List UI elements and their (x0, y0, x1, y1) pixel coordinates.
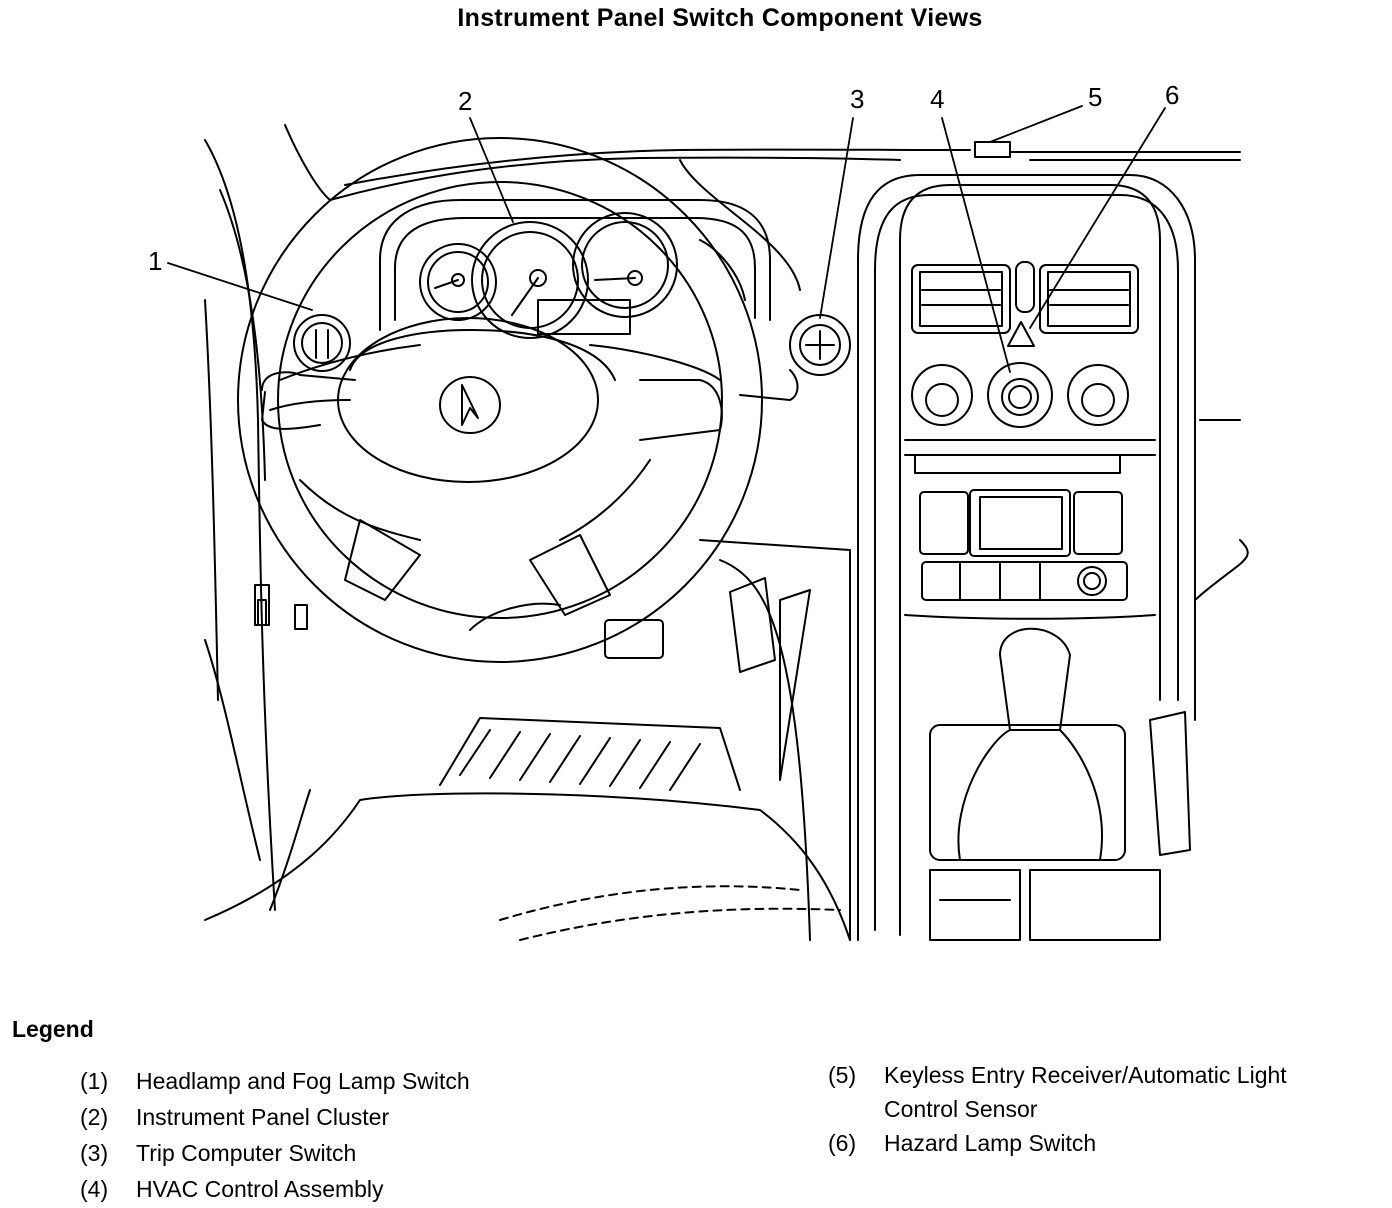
legend-number: (1) (80, 1068, 109, 1094)
air-vents (911, 261, 1139, 334)
callout-3: 3 (850, 84, 864, 114)
leader-lines (167, 105, 1166, 373)
legend-number: (2) (80, 1104, 109, 1130)
legend-text-continued: Control Sensor (884, 1096, 1038, 1122)
legend-heading: Legend (12, 1016, 94, 1042)
legend-number: (6) (828, 1130, 857, 1156)
dashboard-top (329, 148, 1241, 291)
legend-text: Trip Computer Switch (136, 1140, 357, 1166)
legend-number: (5) (828, 1062, 857, 1088)
hvac-control-assembly (911, 362, 1129, 428)
gauge-cluster (379, 199, 771, 339)
passenger-door (1149, 419, 1249, 856)
legend-text: Instrument Panel Cluster (136, 1104, 390, 1130)
callout-1: 1 (148, 246, 162, 276)
legend-text: Keyless Entry Receiver/Automatic Light (884, 1062, 1287, 1088)
legend-text: HVAC Control Assembly (136, 1176, 384, 1202)
hazard-lamp-switch (1007, 321, 1035, 347)
callout-6: 6 (1165, 80, 1179, 110)
driver-seat (204, 789, 851, 941)
a-pillar (204, 124, 331, 911)
center-console (857, 174, 1196, 941)
footwell (439, 539, 851, 941)
instrument-panel-diagram: 1 2 3 4 5 6 (148, 80, 1249, 941)
gear-shifter (904, 614, 1161, 941)
keyless-entry-receiver (974, 141, 1011, 158)
radio-unit (914, 454, 1128, 601)
legend-text: Hazard Lamp Switch (884, 1130, 1097, 1156)
legend-number: (3) (80, 1140, 109, 1166)
headlamp-fog-lamp-switch (293, 314, 351, 372)
steering-wheel (237, 137, 799, 663)
diagram-title: Instrument Panel Switch Component Views (457, 4, 983, 32)
trip-computer-switch (789, 314, 851, 376)
pontiac-arrowhead-icon (439, 376, 501, 434)
legend-item-5: (5) Keyless Entry Receiver/Automatic Lig… (828, 1058, 1388, 1128)
callout-2: 2 (458, 86, 472, 116)
legend-number: (4) (80, 1176, 109, 1202)
legend-text: Headlamp and Fog Lamp Switch (136, 1068, 470, 1094)
callout-5: 5 (1088, 82, 1102, 112)
callout-4: 4 (930, 84, 944, 114)
